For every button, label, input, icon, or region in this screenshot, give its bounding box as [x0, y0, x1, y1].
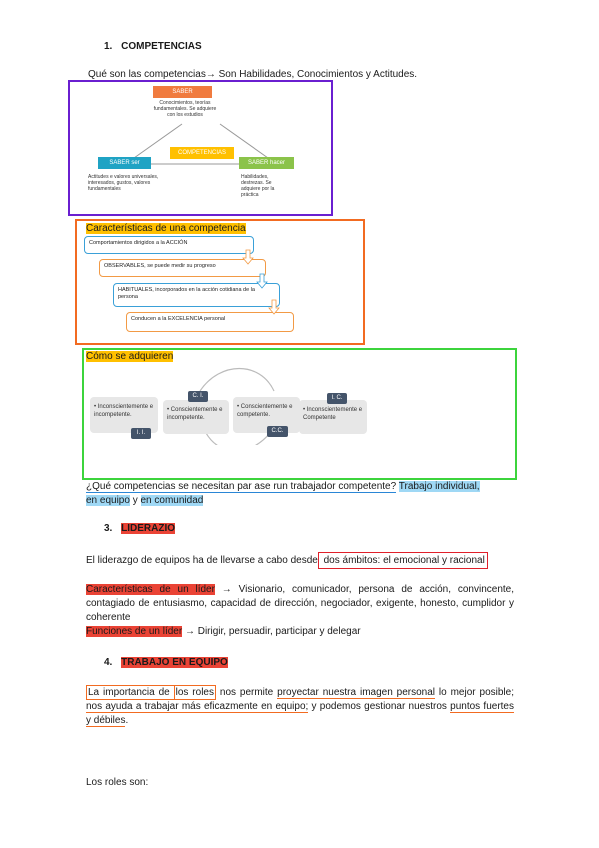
step-arrows [242, 249, 280, 315]
adquieren-title: Cómo se adquieren [86, 351, 174, 362]
caracteristicas-title: Características de una competencia [86, 223, 246, 234]
answer-equipo: en equipo [86, 495, 130, 506]
caracteristica-step-1: Comportamientos dirigidos a la ACCIÓN [84, 236, 254, 254]
answer-comunidad: en comunidad [140, 495, 204, 506]
saber-hacer-description: Habilidades, destrezas. Se adquiere por … [241, 174, 275, 198]
question-text: ¿Qué competencias se necesitan par ase r… [86, 481, 397, 493]
adquieren-card-4: • Inconscientemente e Competente [299, 400, 367, 434]
tag-ic: I. C. [327, 393, 347, 404]
competencias-diagram-frame [68, 80, 333, 216]
equipo-paragraph: La importancia de los roles nos permite … [86, 685, 514, 727]
arrow-right-icon: → [205, 69, 216, 80]
triangle-lines [133, 123, 269, 165]
section-4-heading: 4. TRABAJO EN EQUIPO [104, 657, 228, 668]
adquieren-frame [82, 348, 517, 480]
roles-boxed: los roles [173, 685, 216, 700]
adquieren-card-3: • Conscientemente e competente. [233, 397, 300, 433]
caracteristica-step-4: Conducen a la EXCELENCIA personal [126, 312, 294, 332]
intro-answer: Son Habilidades, Conocimientos y Actitud… [215, 69, 418, 80]
saber-ser-description: Actitudes e valores universales, interes… [88, 174, 159, 192]
lider-caracteristicas: Características de un líder → Visionario… [86, 584, 515, 637]
adquieren-card-1: • Inconscientemente e incompetente. [90, 397, 158, 433]
caracteristica-step-3: HABITUALES, incorporados en la acción co… [113, 283, 280, 307]
tag-cc: C.C. [267, 426, 288, 437]
caracteristica-step-2: OBSERVABLES, se puede medir su progreso [99, 259, 266, 277]
saber-node: SABER [153, 86, 212, 98]
section-3-heading: 3. LIDERAZIO [104, 523, 176, 534]
section-title: COMPETENCIAS [121, 41, 202, 52]
section-1-heading: 1. COMPETENCIAS [104, 41, 202, 52]
competencias-center-node: COMPETENCIAS [170, 147, 234, 159]
tag-ii: I. I. [131, 428, 151, 439]
roles-line: Los roles son: [86, 777, 149, 788]
saber-ser-node: SABER ser [98, 157, 151, 169]
intro-question: Qué son las competencias [88, 69, 206, 80]
question-line-2: en equipo y en comunidad [86, 495, 204, 506]
answer-individual: Trabajo individual, [398, 481, 480, 492]
liderazgo-boxed: dos ámbitos: el emocional y racional [317, 552, 488, 569]
caracteristicas-frame [75, 219, 365, 345]
saber-hacer-node: SABER hacer [239, 157, 294, 169]
adquieren-card-2: • Conscientemente e incompetente. [163, 400, 229, 434]
intro-line: Qué son las competencias→ Son Habilidade… [88, 68, 417, 81]
saber-description: Conocimientos, teorías fundamentales. Se… [153, 100, 217, 118]
liderazgo-line: El liderazgo de equipos ha de llevarse a… [86, 552, 488, 569]
cycle-arcs [199, 368, 275, 445]
section-number: 1. [104, 41, 113, 52]
tag-ci: C. I. [188, 391, 208, 402]
question-line: ¿Qué competencias se necesitan par ase r… [86, 480, 480, 493]
